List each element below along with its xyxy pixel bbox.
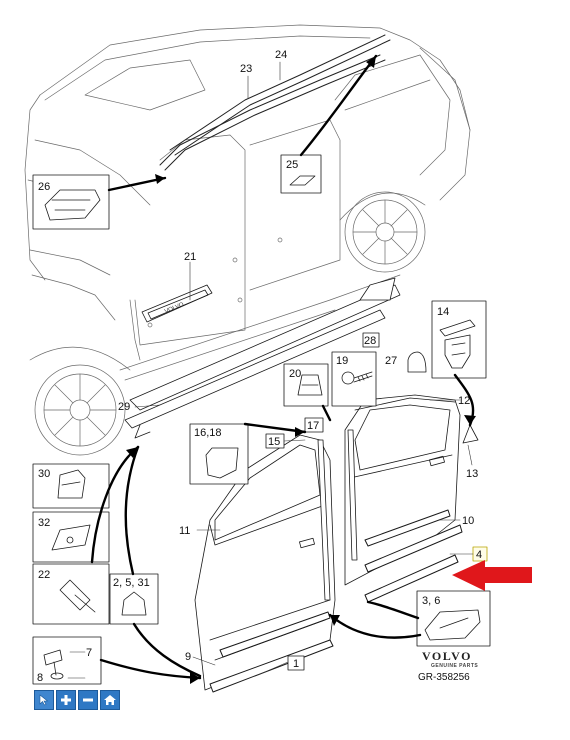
arrowheads bbox=[126, 56, 476, 684]
home-glyph bbox=[104, 695, 116, 705]
box-30 bbox=[32, 463, 110, 509]
callout-9: 9 bbox=[185, 651, 191, 663]
part-13-trim bbox=[462, 424, 479, 444]
car-body bbox=[24, 24, 471, 456]
callout-30: 30 bbox=[38, 468, 50, 480]
callout-21: 21 bbox=[184, 251, 196, 263]
callout-19: 19 bbox=[336, 355, 348, 367]
box-25 bbox=[280, 154, 322, 194]
box-20 bbox=[283, 363, 329, 407]
box-19 bbox=[331, 351, 377, 407]
callout-16-18: 16,18 bbox=[194, 427, 222, 439]
callout-11: 11 bbox=[179, 525, 190, 537]
callout-15: 15 bbox=[268, 436, 280, 448]
box-14 bbox=[431, 300, 487, 379]
callout-4: 4 bbox=[476, 549, 482, 561]
roof-rails bbox=[159, 34, 391, 171]
sill-plate bbox=[141, 284, 213, 323]
volvo-logo-sub: GENUINE PARTS bbox=[431, 663, 478, 669]
callout-26: 26 bbox=[38, 181, 50, 193]
callout-32: 32 bbox=[38, 517, 50, 529]
zoom-in-icon[interactable] bbox=[56, 690, 76, 710]
box-16-18 bbox=[189, 423, 249, 485]
box-7-8 bbox=[32, 636, 102, 685]
door-mouldings bbox=[209, 509, 463, 693]
home-icon[interactable] bbox=[100, 690, 120, 710]
callout-10: 10 bbox=[462, 515, 474, 527]
callout-24: 24 bbox=[275, 49, 287, 61]
callout-22: 22 bbox=[38, 569, 50, 581]
pointer-icon[interactable] bbox=[34, 690, 54, 710]
arrows bbox=[90, 54, 475, 680]
label-boxes bbox=[265, 332, 488, 671]
zoom-out-icon[interactable] bbox=[78, 690, 98, 710]
minus-glyph bbox=[83, 698, 93, 702]
box-22 bbox=[32, 563, 110, 625]
viewer-toolbar bbox=[34, 690, 120, 710]
callout-25: 25 bbox=[286, 159, 298, 171]
callout-12: 12 bbox=[458, 395, 470, 407]
pointer-glyph bbox=[39, 694, 49, 706]
leader-lines bbox=[67, 61, 474, 679]
callout-17: 17 bbox=[307, 420, 319, 432]
plus-glyph bbox=[61, 695, 71, 705]
highlight-arrow bbox=[452, 560, 532, 591]
box-26 bbox=[32, 174, 110, 230]
callout-1: 1 bbox=[293, 658, 299, 670]
box-27 bbox=[407, 351, 427, 373]
callout-7: 7 bbox=[86, 647, 92, 659]
callout-14: 14 bbox=[437, 306, 449, 318]
callout-3-6: 3, 6 bbox=[422, 595, 440, 607]
callout-20: 20 bbox=[289, 368, 301, 380]
callout-27: 27 bbox=[385, 355, 397, 367]
callout-8: 8 bbox=[37, 672, 43, 684]
callout-29: 29 bbox=[118, 401, 130, 413]
callout-2-5-31: 2, 5, 31 bbox=[113, 577, 150, 589]
box-32 bbox=[32, 511, 110, 563]
rocker-moulding bbox=[124, 277, 401, 439]
callout-28: 28 bbox=[364, 335, 376, 347]
callout-13: 13 bbox=[466, 468, 478, 480]
callout-23: 23 bbox=[240, 63, 252, 75]
box-3-6 bbox=[416, 590, 491, 647]
volvo-logo: VOLVO bbox=[422, 649, 472, 663]
diagram-reference: GR-358256 bbox=[418, 672, 470, 683]
